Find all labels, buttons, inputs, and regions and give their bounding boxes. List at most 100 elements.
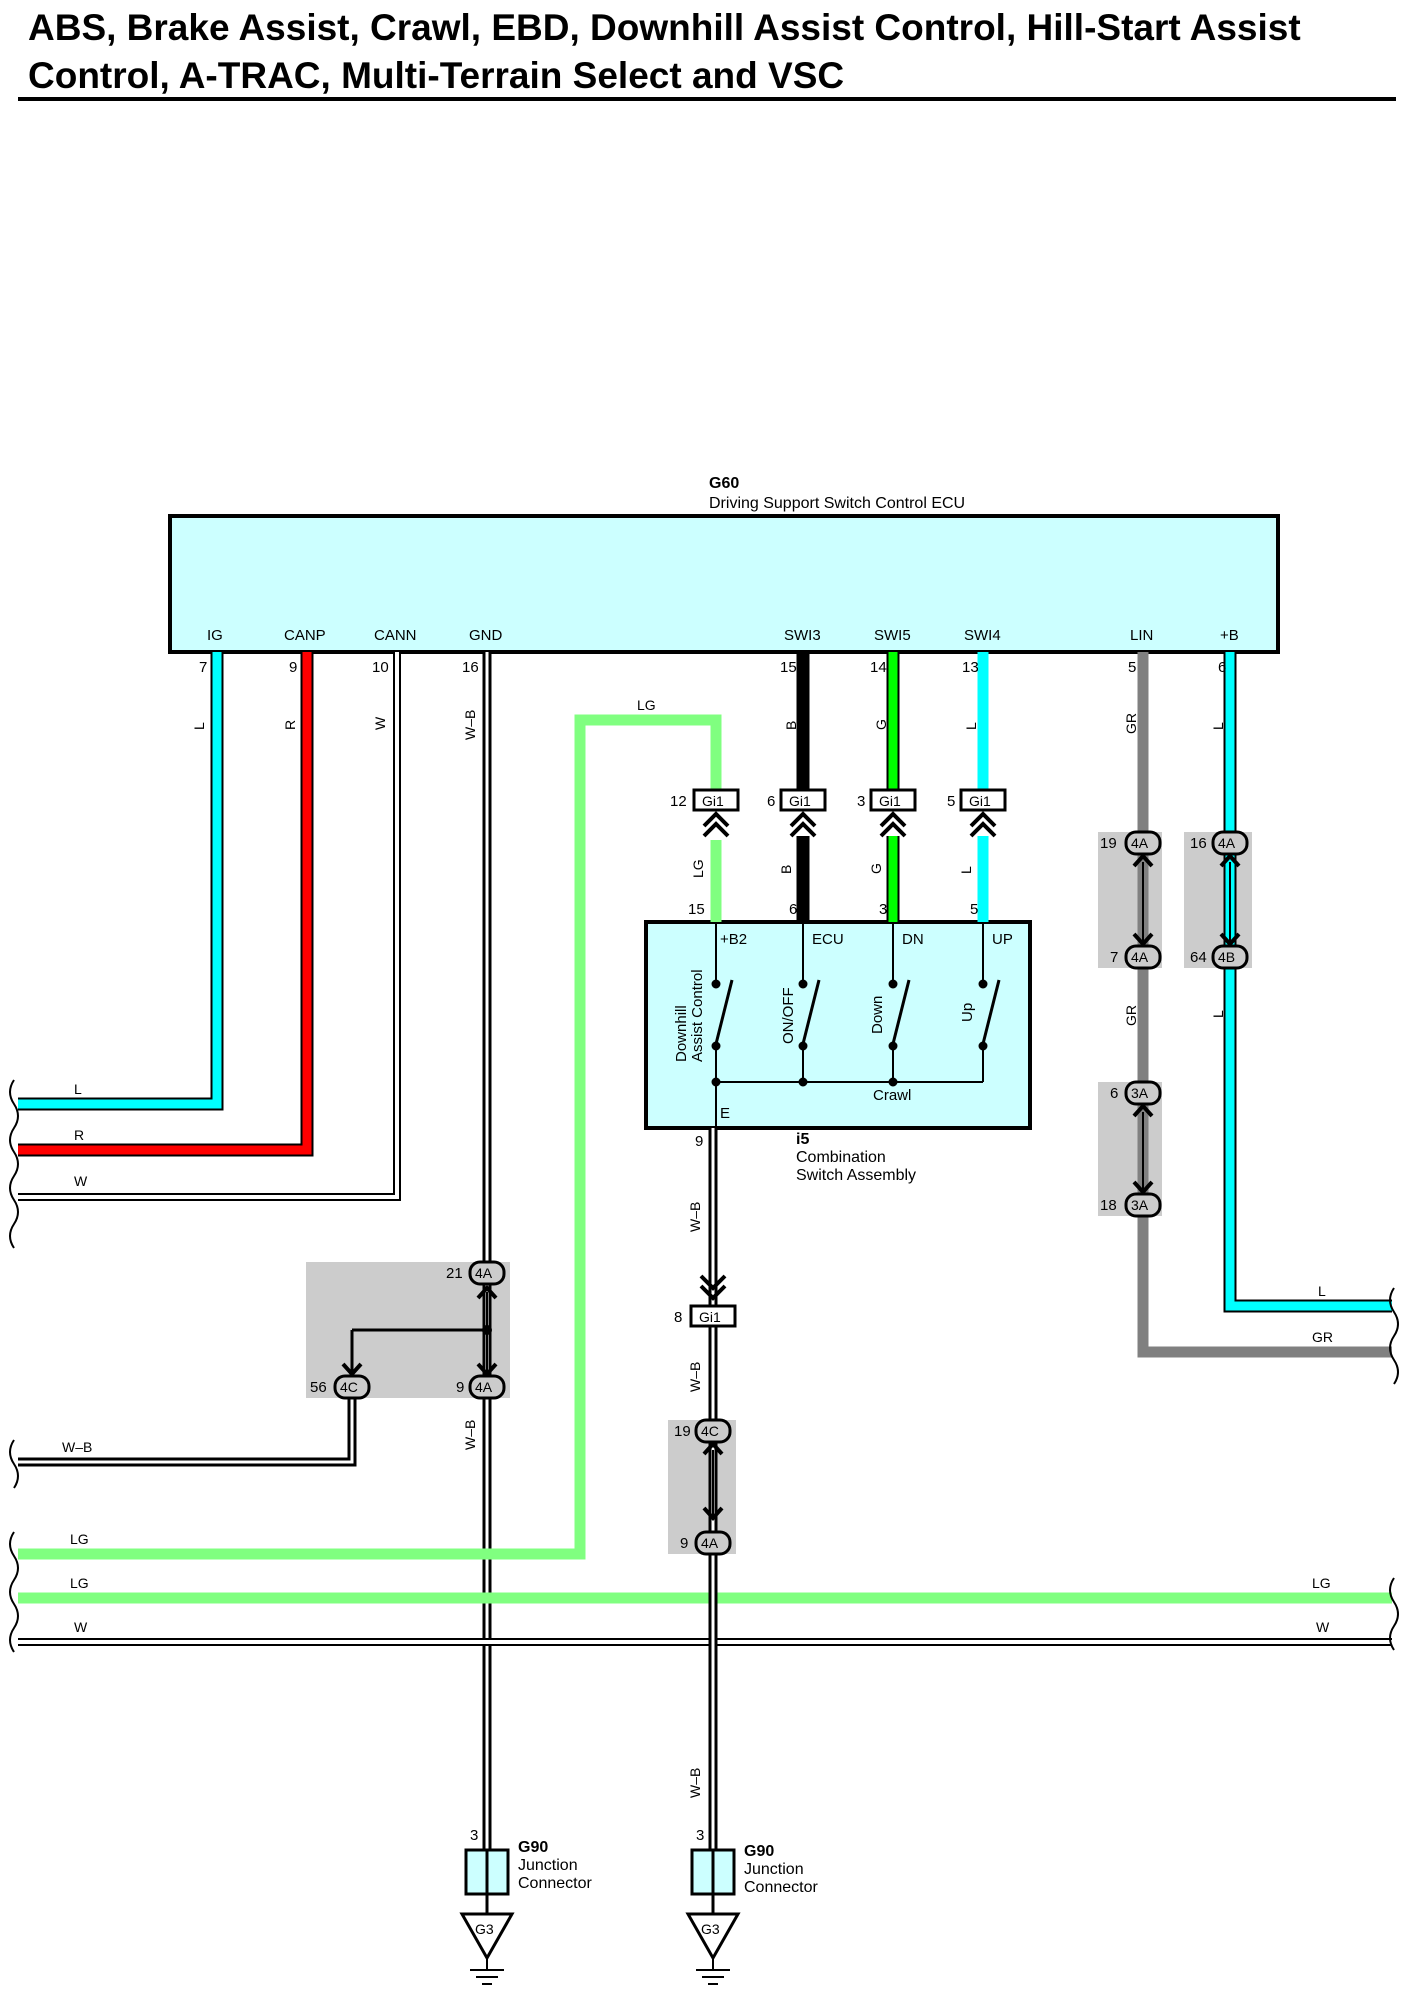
gnd-splice-pin-21: 21 xyxy=(446,1265,463,1282)
ecu-pin-cann: 10 xyxy=(372,659,389,676)
sw-name-down: Down xyxy=(869,996,886,1034)
gi1-pin-3: 3 xyxy=(857,793,865,810)
wlbl-lg-left-1: LG xyxy=(70,1531,89,1547)
wlbl-l-left: L xyxy=(74,1081,82,1097)
lin-splice-pin-19: 19 xyxy=(1100,835,1117,852)
lin-splice-pin-18: 18 xyxy=(1100,1197,1117,1214)
e-splice-pin-19: 19 xyxy=(674,1423,691,1440)
sw-name-downhill: Downhill xyxy=(673,1005,690,1062)
sw-pin-e: 9 xyxy=(695,1133,703,1150)
gi1-connectors: Gi1 12 Gi1 6 Gi1 3 Gi1 5 xyxy=(670,788,1007,838)
wlbl-lin: GR xyxy=(1123,713,1139,734)
sw-terminal-up: UP xyxy=(992,931,1013,948)
ecu-pin-gnd: 16 xyxy=(462,659,479,676)
wlbl-wb-gnd: W–B xyxy=(462,1420,478,1450)
wlbl-w-left-2: W xyxy=(74,1619,88,1635)
switch-assembly-id: i5 xyxy=(796,1131,809,1148)
gnd-splice-pin-56: 56 xyxy=(310,1379,327,1396)
ground-1-pin: 3 xyxy=(470,1827,478,1844)
ecu-pin-ig: 7 xyxy=(199,659,207,676)
ground-1-id: G3 xyxy=(475,1921,494,1937)
ecu-name: Driving Support Switch Control ECU xyxy=(709,495,965,512)
sw-pin-dn: 3 xyxy=(879,901,887,918)
wlbl-l-b: L xyxy=(1210,1010,1226,1018)
gnd-splice-pin-9: 9 xyxy=(456,1379,464,1396)
ecu-terminal-lin: LIN xyxy=(1130,627,1153,644)
gnd-splice-id-56: 4C xyxy=(340,1379,358,1395)
e-splice-id-19: 4C xyxy=(701,1423,719,1439)
b-splice-pin-16: 16 xyxy=(1190,835,1207,852)
sw-name-onoff: ON/OFF xyxy=(780,987,797,1044)
gi1-pin-8: 8 xyxy=(674,1309,682,1326)
gi1-connector-12: Gi1 12 xyxy=(670,788,740,838)
wire-b-l xyxy=(1223,652,1392,1313)
e-splice-pin-9: 9 xyxy=(680,1535,688,1552)
bus-wire-labels: L R W W–B LG LG W LG W L GR xyxy=(62,1081,1333,1635)
switch-wire-labels: LG B G L xyxy=(690,859,974,878)
switch-assembly-box xyxy=(644,920,1032,1130)
wlbl-lg-right: LG xyxy=(1312,1575,1331,1591)
ground-2-junction-1: Junction xyxy=(744,1861,804,1878)
sw-pin-up: 5 xyxy=(970,901,978,918)
gi1-id-3: Gi1 xyxy=(879,793,901,809)
gi1-id-12: Gi1 xyxy=(702,793,724,809)
gi1-connector-3: Gi1 3 xyxy=(857,788,917,838)
gi1-pin-12: 12 xyxy=(670,793,687,810)
ground-2-id: G3 xyxy=(701,1921,720,1937)
gi1-id-6: Gi1 xyxy=(789,793,811,809)
ecu-terminal-gnd: GND xyxy=(469,627,503,644)
sw-crawl-label: Crawl xyxy=(873,1087,911,1104)
title-line-1: ABS, Brake Assist, Crawl, EBD, Downhill … xyxy=(28,7,1301,48)
sw-pin-ecu: 6 xyxy=(789,901,797,918)
ground-2-junction-id: G90 xyxy=(744,1843,774,1860)
ground-1: 3 G90 Junction Connector G3 xyxy=(459,1827,592,1985)
b-splice: 4A 16 4B 64 xyxy=(1190,830,1249,970)
lin-splice-id-7: 4A xyxy=(1131,949,1149,965)
wlbl-lg-left-2: LG xyxy=(70,1575,89,1591)
gi1-id-8: Gi1 xyxy=(699,1309,721,1325)
switch-assembly-name-2: Switch Assembly xyxy=(796,1167,916,1184)
wires xyxy=(18,652,1392,1850)
ecu-terminal-swi5: SWI5 xyxy=(874,627,911,644)
sw-terminal-dn: DN xyxy=(902,931,924,948)
wlbl-g-sw: G xyxy=(868,863,884,874)
ecu-box xyxy=(168,514,1280,654)
ground-1-junction-2: Connector xyxy=(518,1875,592,1892)
ecu-pin-swi3: 15 xyxy=(780,659,797,676)
ecu-terminal-b: +B xyxy=(1220,627,1239,644)
wlbl-b: L xyxy=(1210,722,1226,730)
switch-pin-numbers: 15 6 3 5 9 xyxy=(688,901,978,1150)
gi1-connector-5: Gi1 5 xyxy=(947,788,1007,838)
page-title: ABS, Brake Assist, Crawl, EBD, Downhill … xyxy=(28,4,1398,100)
ground-2-junction-2: Connector xyxy=(744,1879,818,1896)
lin-splice-id-19: 4A xyxy=(1131,835,1149,851)
wlbl-gr-lin: GR xyxy=(1123,1005,1139,1026)
lin-splice: 4A 19 4A 7 3A 6 3A 18 xyxy=(1100,830,1162,1218)
wlbl-lg-sw: LG xyxy=(690,859,706,878)
b-splice-id-16: 4A xyxy=(1218,835,1236,851)
ground-2-pin: 3 xyxy=(696,1827,704,1844)
ecu-terminal-canp: CANP xyxy=(284,627,326,644)
sw-name-assist-control: Assist Control xyxy=(689,969,706,1062)
lin-splice-pin-7: 7 xyxy=(1110,949,1118,966)
gnd-splice-id-21: 4A xyxy=(475,1265,493,1281)
wlbl-cann: W xyxy=(372,716,388,730)
wire-lin-gr xyxy=(1137,652,1392,1358)
ecu-pin-b: 6 xyxy=(1218,659,1226,676)
ecu-pin-swi5: 14 xyxy=(870,659,887,676)
wlbl-w-left: W xyxy=(74,1173,88,1189)
title-line-2: Control, A-TRAC, Multi-Terrain Select an… xyxy=(28,55,845,96)
wlbl-wb-e3: W–B xyxy=(687,1768,703,1798)
sw-terminal-e: E xyxy=(720,1105,730,1122)
lin-splice-id-6: 3A xyxy=(1131,1085,1149,1101)
wlbl-wb-left: W–B xyxy=(62,1439,92,1455)
wlbl-b-sw: B xyxy=(778,865,794,874)
wire-lg-loop xyxy=(18,714,722,1560)
wire-cann-w xyxy=(18,652,401,1201)
ecu-id: G60 xyxy=(709,475,739,492)
gnd-splice: 4A 21 4C 56 4A 9 xyxy=(310,1260,506,1400)
wlbl-r-left: R xyxy=(74,1127,84,1143)
ecu-terminal-swi3: SWI3 xyxy=(784,627,821,644)
ecu-terminal-swi4: SWI4 xyxy=(964,627,1001,644)
ground-1-junction-id: G90 xyxy=(518,1839,548,1856)
